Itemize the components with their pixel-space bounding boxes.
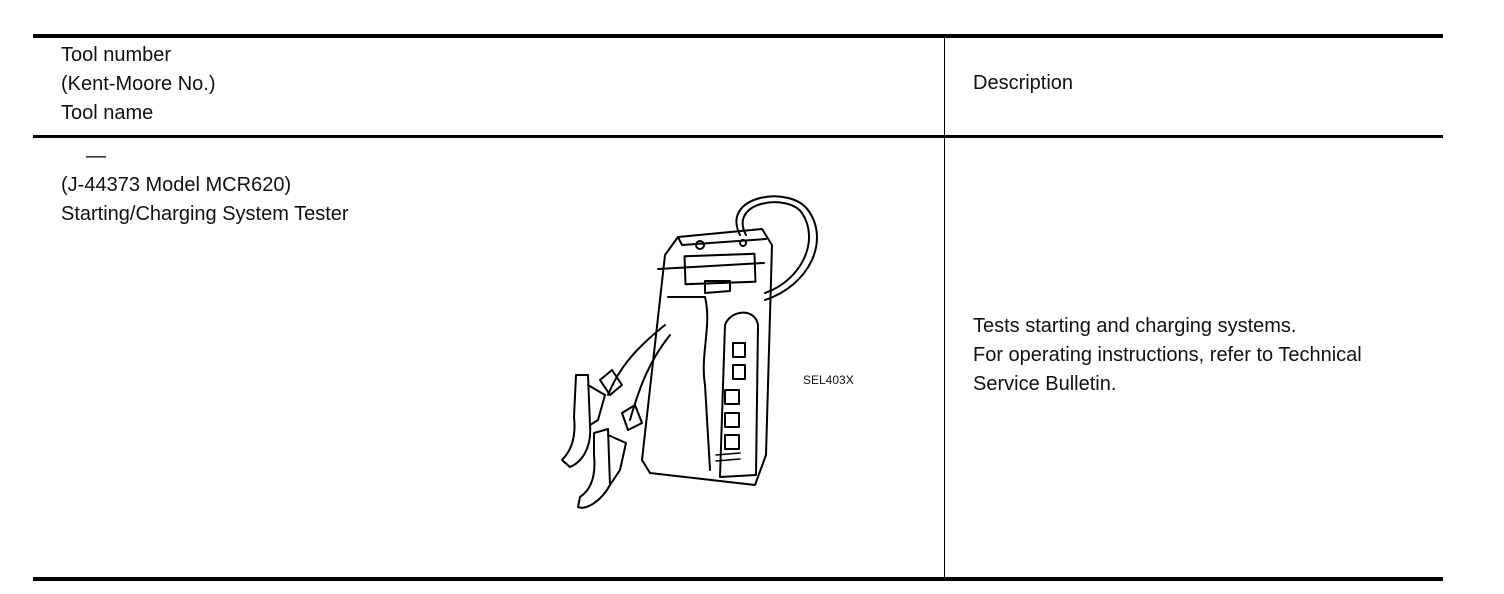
description-column-header: Description: [973, 72, 1074, 94]
kent-moore-number: (J-44373 Model MCR620): [61, 174, 292, 196]
header-divider-rule: [33, 135, 1443, 138]
column-divider: [944, 38, 945, 578]
description-line: Tests starting and charging systems.: [973, 315, 1297, 337]
description-line: Service Bulletin.: [973, 373, 1117, 395]
table-bottom-rule: [33, 577, 1443, 581]
tool-cell: — (J-44373 Model MCR620) Starting/Chargi…: [61, 142, 349, 229]
header-tool-name: Tool name: [61, 102, 154, 124]
figure-code: SEL403X: [803, 373, 854, 387]
header-kent-moore-no: (Kent-Moore No.): [61, 73, 216, 95]
description-cell: Tests starting and charging systems. For…: [973, 312, 1362, 399]
header-tool-number: Tool number: [61, 44, 172, 66]
table-top-rule: [33, 34, 1443, 38]
tool-number-value: —: [86, 145, 106, 167]
description-line: For operating instructions, refer to Tec…: [973, 344, 1362, 366]
tool-name: Starting/Charging System Tester: [61, 203, 349, 225]
tool-column-header: Tool number (Kent-Moore No.) Tool name: [61, 41, 216, 128]
tester-illustration: [561, 195, 818, 509]
